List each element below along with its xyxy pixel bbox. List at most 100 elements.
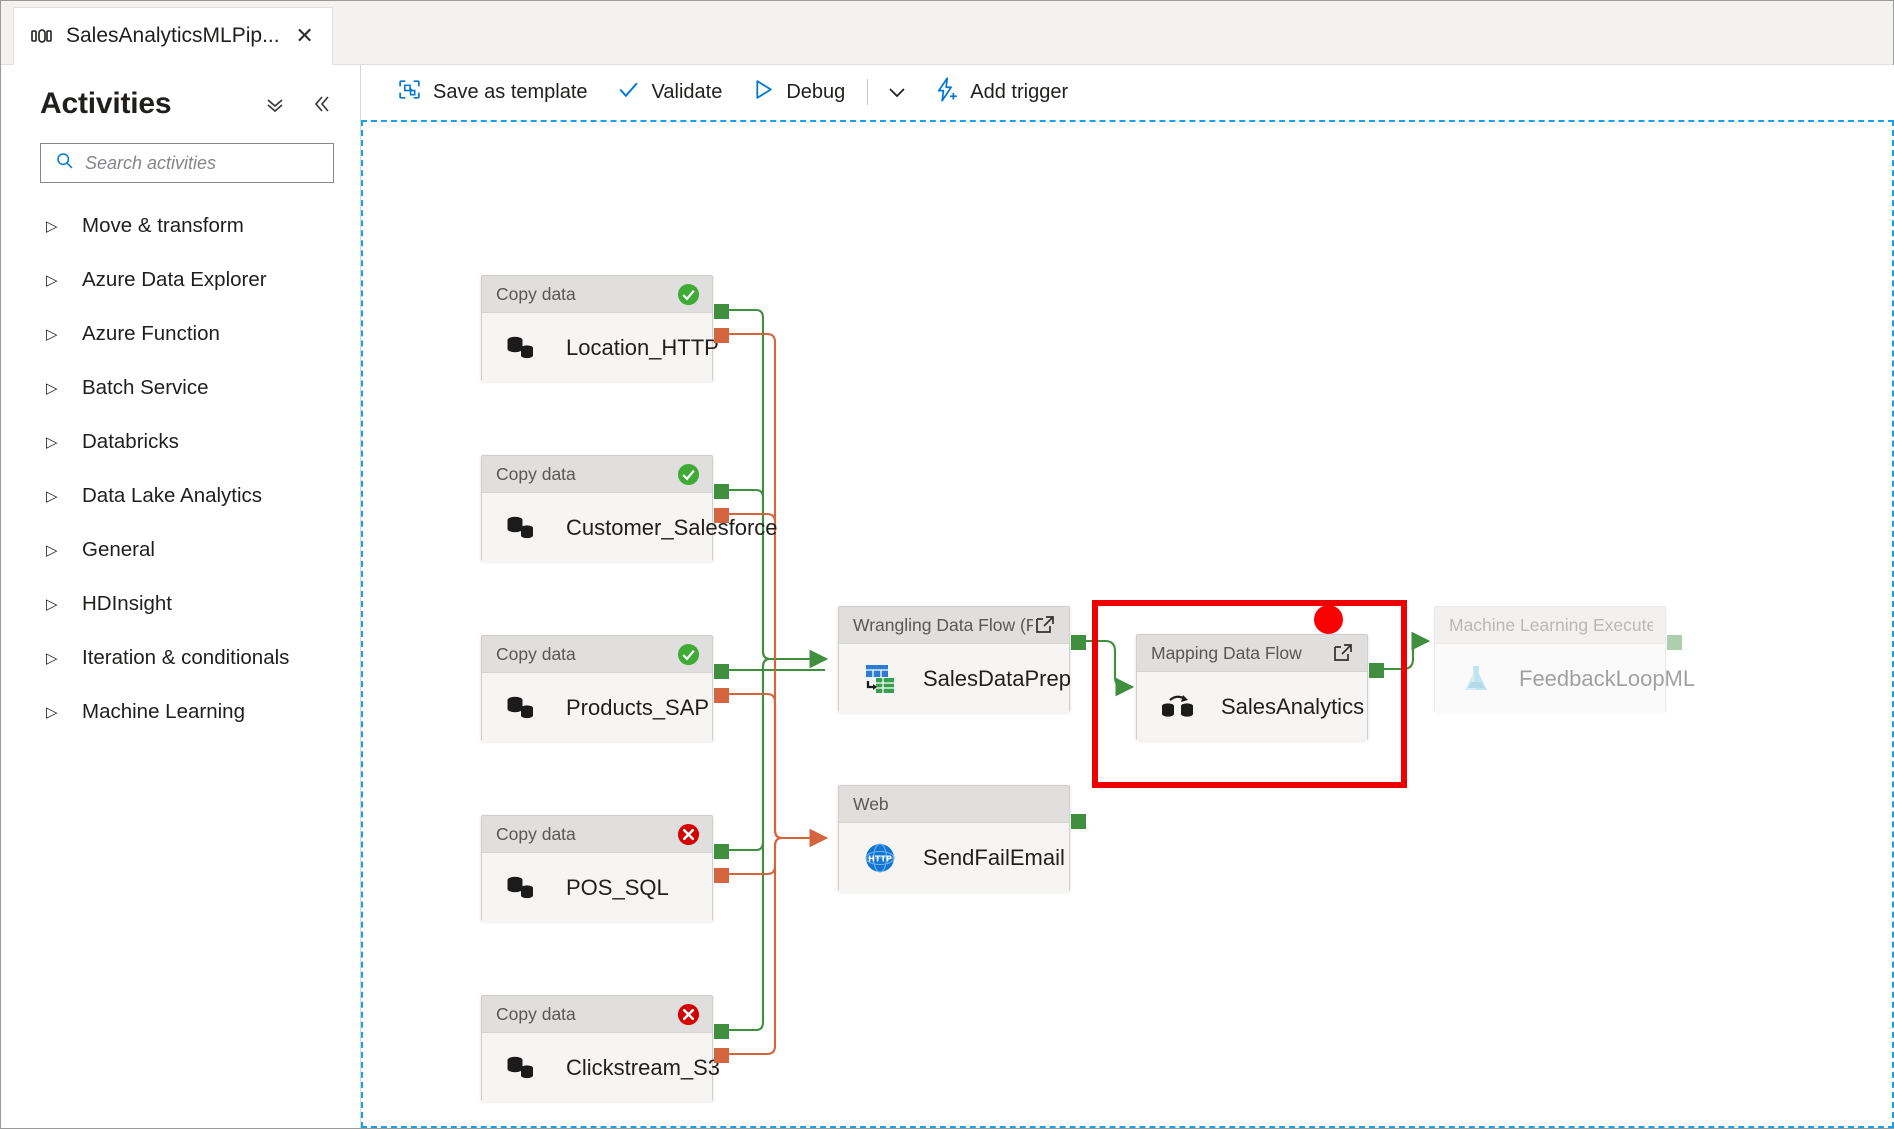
status-success-icon bbox=[677, 283, 700, 306]
collapse-panel-icon[interactable] bbox=[308, 91, 334, 117]
debug-options-chevron-down-icon[interactable] bbox=[876, 73, 918, 111]
sidebar-item-iteration-conditionals[interactable]: ▷ Iteration & conditionals bbox=[2, 631, 360, 685]
failure-output-port[interactable] bbox=[714, 328, 729, 343]
node-name-label: SalesDataPrep bbox=[923, 665, 1071, 691]
success-output-port[interactable] bbox=[1369, 663, 1384, 678]
tab-title: SalesAnalyticsMLPip... bbox=[66, 24, 280, 47]
node-header: Mapping Data Flow bbox=[1137, 635, 1367, 672]
activity-node-salesanalytics[interactable]: Mapping Data Flow bbox=[1136, 634, 1384, 741]
node-type-label: Wrangling Data Flow (Preview bbox=[853, 614, 1033, 635]
copy-data-icon bbox=[504, 509, 542, 547]
pipeline-icon bbox=[30, 24, 54, 48]
success-output-port[interactable] bbox=[1071, 635, 1086, 650]
validate-label: Validate bbox=[651, 80, 723, 103]
node-body: HTTP SendFailEmail bbox=[839, 823, 1069, 892]
chevron-right-icon: ▷ bbox=[46, 433, 58, 451]
validate-button[interactable]: Validate bbox=[602, 72, 737, 112]
chevron-right-icon: ▷ bbox=[46, 541, 58, 559]
node-type-label: Copy data bbox=[496, 463, 576, 484]
copy-data-icon bbox=[504, 329, 542, 367]
success-output-port[interactable] bbox=[1667, 635, 1682, 650]
failure-output-port[interactable] bbox=[714, 868, 729, 883]
save-as-template-button[interactable]: Save as template bbox=[383, 72, 602, 112]
sidebar-item-move-transform[interactable]: ▷ Move & transform bbox=[2, 199, 360, 253]
status-error-icon bbox=[677, 823, 700, 846]
sidebar-item-batch-service[interactable]: ▷ Batch Service bbox=[2, 361, 360, 415]
search-box[interactable] bbox=[40, 143, 334, 183]
node-header: Copy data bbox=[482, 636, 712, 673]
sidebar-item-azure-function[interactable]: ▷ Azure Function bbox=[2, 307, 360, 361]
tab-strip: SalesAnalyticsMLPip... ✕ bbox=[1, 1, 1893, 65]
node-type-label: Machine Learning Execute Pipeline bbox=[1449, 614, 1653, 635]
node-name-label: SalesAnalytics bbox=[1221, 693, 1365, 719]
node-name-label: SendFailEmail bbox=[923, 844, 1065, 870]
node-body: FeedbackLoopML bbox=[1435, 644, 1695, 713]
page-title: Activities bbox=[40, 87, 172, 120]
node-body: POS_SQL bbox=[482, 853, 712, 922]
sidebar-item-label: Azure Data Explorer bbox=[82, 268, 267, 291]
node-body: Clickstream_S3 bbox=[482, 1033, 720, 1102]
pipeline-tab[interactable]: SalesAnalyticsMLPip... ✕ bbox=[13, 7, 333, 65]
sidebar-item-hdinsight[interactable]: ▷ HDInsight bbox=[2, 577, 360, 631]
node-body: Location_HTTP bbox=[482, 313, 719, 382]
activity-node-clickstream-s3[interactable]: Copy data Clickstream_S3 bbox=[481, 995, 729, 1102]
chevron-right-icon: ▷ bbox=[46, 649, 58, 667]
debug-button[interactable]: Debug bbox=[736, 72, 859, 112]
add-trigger-button[interactable]: Add trigger bbox=[918, 72, 1082, 112]
success-output-port[interactable] bbox=[714, 664, 729, 679]
sidebar-item-label: Move & transform bbox=[82, 214, 244, 237]
save-as-template-label: Save as template bbox=[433, 80, 588, 103]
sidebar-item-label: Databricks bbox=[82, 430, 179, 453]
sidebar-item-data-lake-analytics[interactable]: ▷ Data Lake Analytics bbox=[2, 469, 360, 523]
sidebar-item-label: HDInsight bbox=[82, 592, 173, 615]
add-trigger-label: Add trigger bbox=[970, 80, 1069, 103]
sidebar-header: Activities bbox=[2, 65, 360, 127]
activity-node-products-sap[interactable]: Copy data Products_SAP bbox=[481, 635, 729, 742]
success-output-port[interactable] bbox=[714, 304, 729, 319]
node-header: Copy data bbox=[482, 456, 712, 493]
play-triangle-icon bbox=[750, 77, 775, 107]
node-name-label: Location_HTTP bbox=[566, 334, 719, 360]
sidebar-item-label: Azure Function bbox=[82, 322, 220, 345]
open-external-icon[interactable] bbox=[1033, 613, 1057, 637]
node-name-label: Clickstream_S3 bbox=[566, 1054, 721, 1080]
sidebar-item-azure-data-explorer[interactable]: ▷ Azure Data Explorer bbox=[2, 253, 360, 307]
sidebar-header-actions bbox=[262, 91, 334, 117]
success-output-port[interactable] bbox=[714, 844, 729, 859]
lightning-bolt-plus-icon bbox=[932, 76, 959, 108]
close-icon[interactable]: ✕ bbox=[295, 23, 314, 48]
node-name-label: Products_SAP bbox=[566, 694, 710, 720]
sidebar-item-databricks[interactable]: ▷ Databricks bbox=[2, 415, 360, 469]
open-external-icon[interactable] bbox=[1331, 641, 1355, 665]
search-container bbox=[2, 127, 360, 183]
node-type-label: Copy data bbox=[496, 643, 576, 664]
failure-output-port[interactable] bbox=[714, 688, 729, 703]
activity-node-sendfailemail[interactable]: Web HTTP SendFailEmail bbox=[838, 785, 1086, 892]
failure-output-port[interactable] bbox=[714, 508, 729, 523]
ml-flask-icon bbox=[1457, 660, 1495, 698]
activity-node-pos-sql[interactable]: Copy data POS_SQL bbox=[481, 815, 729, 922]
activity-node-feedbackloopml[interactable]: Machine Learning Execute Pipeline Feedba… bbox=[1434, 606, 1695, 713]
sidebar-item-label: Iteration & conditionals bbox=[82, 646, 290, 669]
activity-node-salesdataprep[interactable]: Wrangling Data Flow (Preview bbox=[838, 606, 1086, 713]
success-output-port[interactable] bbox=[1071, 814, 1086, 829]
success-output-port[interactable] bbox=[714, 484, 729, 499]
sidebar-item-machine-learning[interactable]: ▷ Machine Learning bbox=[2, 685, 360, 739]
node-body: Customer_Salesforce bbox=[482, 493, 778, 562]
failure-output-port[interactable] bbox=[714, 1048, 729, 1063]
success-output-port[interactable] bbox=[714, 1024, 729, 1039]
pipeline-canvas[interactable]: Copy data Location_HTTP bbox=[361, 120, 1894, 1128]
collapse-all-icon[interactable] bbox=[262, 91, 288, 117]
node-header: Copy data bbox=[482, 276, 712, 313]
activity-node-location-http[interactable]: Copy data Location_HTTP bbox=[481, 275, 729, 382]
sidebar-item-general[interactable]: ▷ General bbox=[2, 523, 360, 577]
node-body: Products_SAP bbox=[482, 673, 712, 742]
node-name-label: POS_SQL bbox=[566, 874, 669, 900]
activity-node-customer-salesforce[interactable]: Copy data Customer_Salesforce bbox=[481, 455, 778, 562]
debug-label: Debug bbox=[786, 80, 846, 103]
node-name-label: FeedbackLoopML bbox=[1519, 665, 1696, 691]
status-error-icon bbox=[677, 1003, 700, 1026]
activities-sidebar: Activities bbox=[2, 65, 361, 1128]
search-input[interactable] bbox=[85, 152, 333, 174]
